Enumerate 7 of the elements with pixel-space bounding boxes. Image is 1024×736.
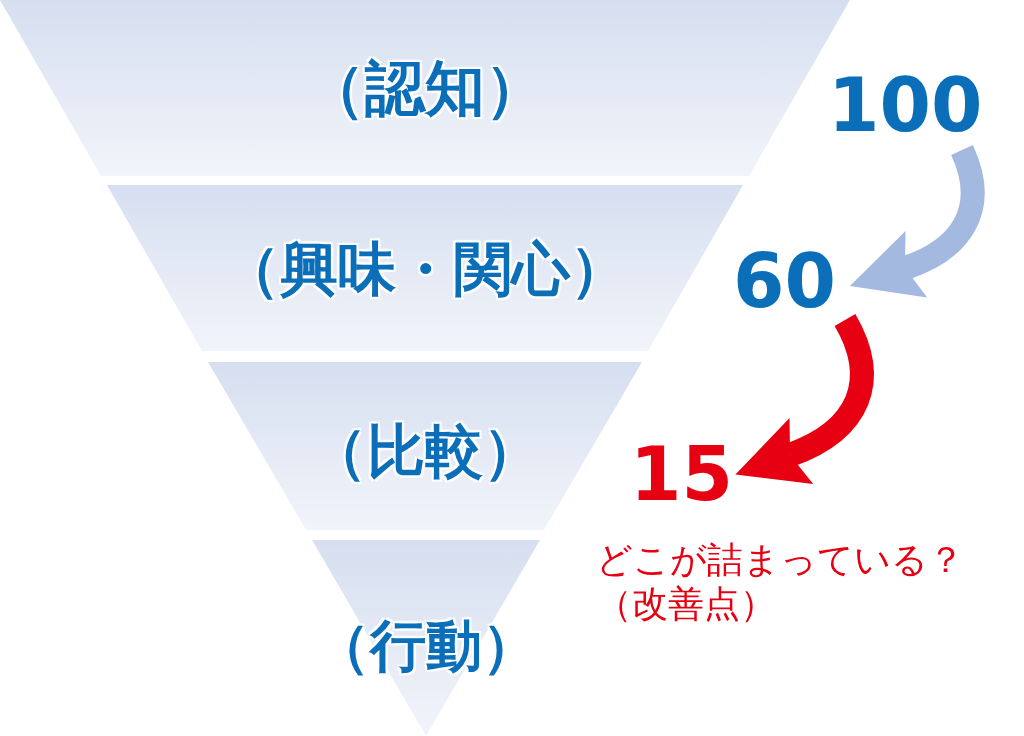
- note-text: どこが詰まっている？（改善点）: [596, 538, 965, 626]
- count-number: 100: [828, 68, 983, 142]
- stage-label: （興味・関心）: [221, 240, 629, 298]
- count-number: 60: [733, 244, 836, 318]
- stage-label: （比較）: [308, 422, 542, 480]
- count-number: 15: [630, 437, 733, 511]
- stage-label: （行動）: [313, 618, 539, 674]
